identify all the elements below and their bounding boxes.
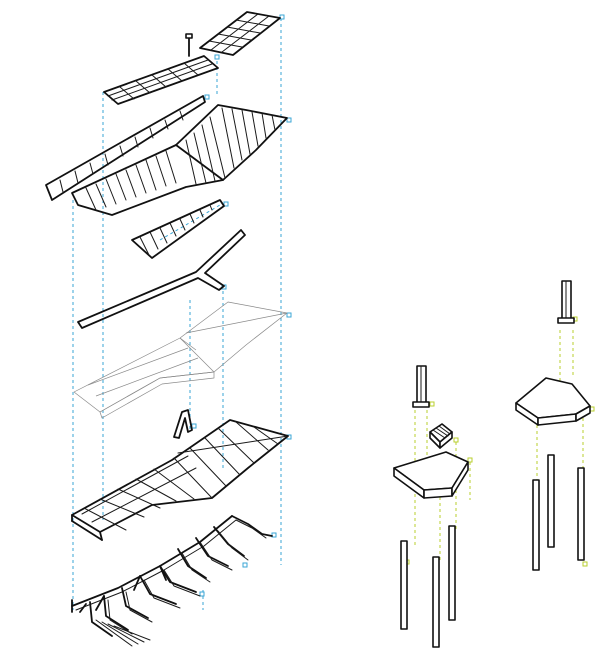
column-pier-unit-back: [515, 280, 595, 571]
shell-plate-thickness: [71, 520, 103, 541]
front-pier-cap-end: [451, 461, 469, 497]
column-pier-unit-front: [393, 365, 473, 648]
edge-beam: [77, 229, 246, 329]
anchor-marker: [223, 201, 229, 207]
anchor-marker: [199, 591, 205, 597]
canopy-edge-blade-slats: [59, 110, 184, 193]
shell-fold-line: [173, 457, 213, 499]
back-column-lower: [547, 454, 555, 548]
shell-plate-thickness: [99, 531, 103, 541]
truss-frame: [71, 515, 273, 647]
canopy-main-slats: [85, 107, 276, 211]
wireframe-shell-lines: [87, 312, 288, 397]
stair-block-front: [439, 431, 453, 449]
back-pier-cap-end: [575, 405, 591, 422]
left-assembly-guides: [72, 18, 282, 610]
back-column-lower: [532, 479, 540, 571]
truss-ribs: [89, 515, 273, 637]
solar-panel-upper: [199, 11, 281, 56]
truss-kickers: [79, 565, 167, 613]
front-column-base: [412, 401, 430, 408]
solar-panel-upper-grid: [208, 13, 270, 53]
anchor-marker: [204, 94, 210, 100]
lower-slat-panel: [131, 199, 225, 259]
canopy-edge-blade: [45, 95, 206, 201]
anchor-marker: [286, 312, 292, 318]
wireframe-shell-edge: [99, 371, 215, 419]
anchor-marker: [467, 457, 473, 463]
anchor-marker: [453, 437, 459, 443]
truss-rib-inner: [107, 519, 267, 635]
back-column-base: [557, 317, 575, 324]
anchor-marker: [582, 561, 588, 567]
shell-plate-outline: [71, 419, 289, 533]
anchor-marker: [279, 14, 285, 20]
shell-grid-lines: [81, 421, 289, 531]
solar-panel-lower-grid: [107, 59, 213, 101]
wireframe-shell: [73, 301, 288, 419]
structural-shell: [71, 409, 289, 541]
back-column-lower: [577, 467, 585, 561]
lower-slat-lines: [139, 204, 213, 256]
front-column-lower: [432, 556, 440, 648]
anchor-marker: [429, 401, 435, 407]
truss-base-fan: [95, 619, 151, 647]
left-assembly-markers: [191, 14, 292, 597]
anchor-marker: [242, 562, 248, 568]
solar-panel-array: [103, 11, 281, 105]
anchor-marker: [286, 117, 292, 123]
front-pier-cap-front: [423, 487, 453, 499]
solar-mount-cap: [185, 33, 193, 39]
edge-beam-outline: [77, 229, 246, 329]
canopy-fold-line: [175, 144, 224, 181]
front-column-lower: [400, 540, 408, 630]
shell-support-fragment: [173, 409, 193, 439]
anchor-marker: [191, 423, 197, 429]
front-column-lower: [448, 525, 456, 621]
anchor-marker: [271, 532, 277, 538]
anchor-marker: [214, 54, 220, 60]
canopy-main-plate: [71, 104, 288, 216]
lower-slat-plate: [131, 199, 225, 259]
back-unit-guides: [536, 316, 595, 567]
upper-slat-canopy: [45, 95, 288, 216]
